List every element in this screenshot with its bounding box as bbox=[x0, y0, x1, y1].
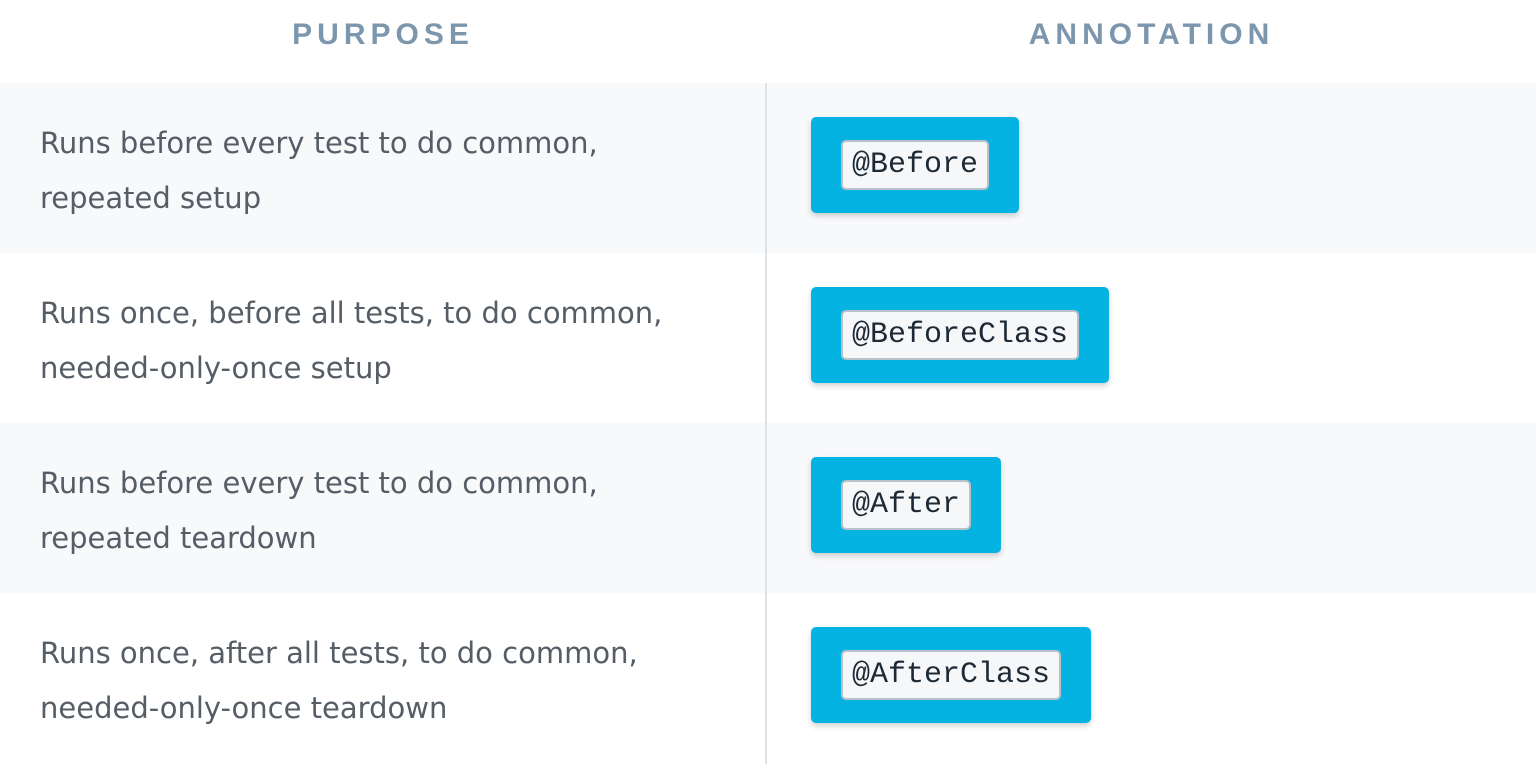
annotation-badge: @Before bbox=[811, 117, 1020, 213]
annotation-code: @After bbox=[841, 480, 972, 530]
purpose-text-line: Runs once, after all tests, to do common… bbox=[40, 636, 638, 670]
purpose-text-line: repeated setup bbox=[40, 181, 262, 215]
purpose-text-line: Runs before every test to do common, bbox=[40, 126, 598, 160]
purpose-text-line: repeated teardown bbox=[40, 521, 317, 555]
purpose-text-line: needed-only-once setup bbox=[40, 351, 392, 385]
table-row: Runs before every test to do common, rep… bbox=[0, 423, 1536, 593]
purpose-text-line: Runs once, before all tests, to do commo… bbox=[40, 296, 663, 330]
table-row: Runs before every test to do common, rep… bbox=[0, 83, 1536, 253]
annotation-badge: @After bbox=[811, 457, 1002, 553]
annotation-badge: @AfterClass bbox=[811, 627, 1092, 723]
table-row: Runs once, before all tests, to do commo… bbox=[0, 253, 1536, 423]
annotation-badge: @BeforeClass bbox=[811, 287, 1110, 383]
annotation-code: @AfterClass bbox=[841, 650, 1062, 700]
purpose-column-header: PURPOSE bbox=[292, 18, 474, 51]
table-row: Runs once, after all tests, to do common… bbox=[0, 593, 1536, 763]
purpose-cell: Runs once, before all tests, to do commo… bbox=[40, 286, 740, 396]
purpose-text-line: needed-only-once teardown bbox=[40, 691, 448, 725]
annotation-column-header: ANNOTATION bbox=[1028, 18, 1275, 51]
annotation-code: @Before bbox=[841, 140, 990, 190]
annotation-code: @BeforeClass bbox=[841, 310, 1080, 360]
table-header: PURPOSE ANNOTATION bbox=[0, 0, 1536, 83]
purpose-cell: Runs before every test to do common, rep… bbox=[40, 116, 740, 226]
purpose-text-line: Runs before every test to do common, bbox=[40, 466, 598, 500]
purpose-cell: Runs once, after all tests, to do common… bbox=[40, 626, 740, 736]
purpose-cell: Runs before every test to do common, rep… bbox=[40, 456, 740, 566]
column-divider bbox=[765, 83, 767, 764]
